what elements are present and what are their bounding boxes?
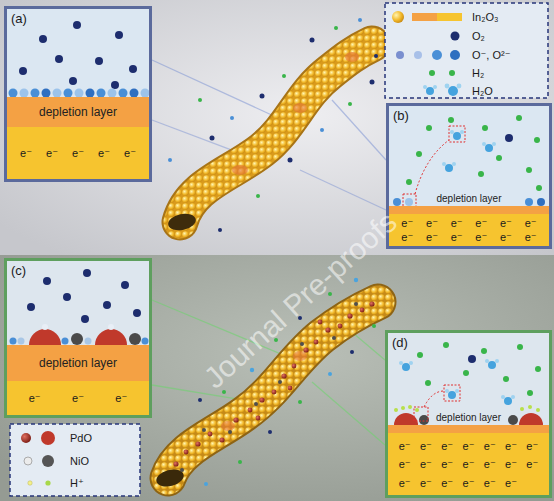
electron-symbol: e⁻ bbox=[518, 231, 543, 243]
electron-region: e⁻e⁻e⁻e⁻e⁻e⁻e⁻e⁻e⁻e⁻e⁻e⁻ bbox=[389, 214, 549, 246]
inset-panel: (d)depletion layere⁻e⁻e⁻e⁻e⁻e⁻e⁻e⁻e⁻e⁻e⁻… bbox=[385, 330, 552, 498]
panel-letter: (a) bbox=[11, 11, 27, 26]
inset-panel: (b)depletion layere⁻e⁻e⁻e⁻e⁻e⁻e⁻e⁻e⁻e⁻e⁻… bbox=[386, 103, 552, 249]
inset-panel: (a)depletion layere⁻e⁻e⁻e⁻e⁻ bbox=[4, 6, 152, 182]
electron-symbol: e⁻ bbox=[437, 458, 458, 470]
electron-symbol: e⁻ bbox=[437, 440, 458, 452]
electron-symbol: e⁻ bbox=[13, 147, 39, 159]
electron-symbol: e⁻ bbox=[444, 231, 469, 243]
legend-text: O₂ bbox=[472, 30, 485, 43]
panel-letter: (d) bbox=[392, 335, 408, 350]
panel-letter: (c) bbox=[11, 263, 26, 278]
electron-symbol: e⁻ bbox=[420, 231, 445, 243]
in2o3-nanotube bbox=[167, 44, 372, 233]
electron-symbol: e⁻ bbox=[494, 231, 519, 243]
electron-symbol: e⁻ bbox=[479, 458, 500, 470]
band-label: depletion layer bbox=[388, 411, 549, 424]
electron-symbol: e⁻ bbox=[13, 392, 56, 404]
electron-symbol: e⁻ bbox=[479, 440, 500, 452]
electron-symbol: e⁻ bbox=[437, 477, 458, 489]
band-label: depletion layer bbox=[39, 356, 117, 370]
electron-symbol: e⁻ bbox=[500, 440, 521, 452]
electron-symbol: e⁻ bbox=[469, 231, 494, 243]
electron-symbol: e⁻ bbox=[415, 477, 436, 489]
legend-text: PdO bbox=[70, 432, 92, 445]
electron-symbol: e⁻ bbox=[415, 440, 436, 452]
electron-symbol: e⁻ bbox=[458, 477, 479, 489]
electron-symbol: e⁻ bbox=[65, 147, 91, 159]
electron-symbol: e⁻ bbox=[39, 147, 65, 159]
electron-symbol: e⁻ bbox=[117, 147, 143, 159]
electron-symbol: e⁻ bbox=[518, 217, 543, 229]
legend-text: In₂O₃ bbox=[472, 11, 498, 24]
electron-symbol: e⁻ bbox=[394, 477, 415, 489]
panel-letter: (b) bbox=[393, 108, 409, 123]
electron-symbol: e⁻ bbox=[394, 458, 415, 470]
electron-region: e⁻e⁻e⁻e⁻e⁻ bbox=[7, 127, 149, 179]
gas-molecules bbox=[168, 18, 378, 232]
depletion-band: depletion layer bbox=[389, 206, 549, 214]
electron-symbol: e⁻ bbox=[420, 217, 445, 229]
electron-symbol: e⁻ bbox=[500, 458, 521, 470]
legend-box-bottom bbox=[10, 424, 140, 496]
legend-text: H⁺ bbox=[70, 477, 84, 490]
legend-text: H₂ bbox=[472, 67, 484, 80]
legend-text: O⁻, O²⁻ bbox=[472, 49, 511, 62]
inset-panel: (c)depletion layere⁻e⁻e⁻ bbox=[4, 258, 152, 418]
band-label: depletion layer bbox=[39, 105, 117, 119]
electron-symbol: e⁻ bbox=[500, 477, 521, 489]
electron-region: e⁻e⁻e⁻ bbox=[7, 381, 149, 415]
electron-symbol: e⁻ bbox=[56, 392, 99, 404]
electron-symbol: e⁻ bbox=[444, 217, 469, 229]
legend-box-top bbox=[385, 3, 548, 98]
electron-symbol: e⁻ bbox=[469, 217, 494, 229]
depletion-band: depletion layer bbox=[7, 345, 149, 381]
electron-symbol: e⁻ bbox=[522, 440, 543, 452]
depletion-band: depletion layer bbox=[388, 425, 549, 433]
electron-region: e⁻e⁻e⁻e⁻e⁻e⁻e⁻e⁻e⁻e⁻e⁻e⁻e⁻e⁻e⁻e⁻e⁻e⁻e⁻e⁻ bbox=[388, 433, 549, 495]
electron-symbol: e⁻ bbox=[458, 458, 479, 470]
electron-symbol: e⁻ bbox=[479, 477, 500, 489]
electron-symbol: e⁻ bbox=[91, 147, 117, 159]
electron-symbol: e⁻ bbox=[458, 440, 479, 452]
legend-text: H₂O bbox=[472, 85, 493, 98]
electron-symbol: e⁻ bbox=[494, 217, 519, 229]
electron-symbol: e⁻ bbox=[394, 440, 415, 452]
legend-text: NiO bbox=[70, 455, 89, 468]
electron-symbol: e⁻ bbox=[415, 458, 436, 470]
band-label: depletion layer bbox=[389, 192, 549, 205]
electron-symbol: e⁻ bbox=[522, 458, 543, 470]
depletion-band: depletion layer bbox=[7, 97, 149, 127]
electron-symbol: e⁻ bbox=[100, 392, 143, 404]
